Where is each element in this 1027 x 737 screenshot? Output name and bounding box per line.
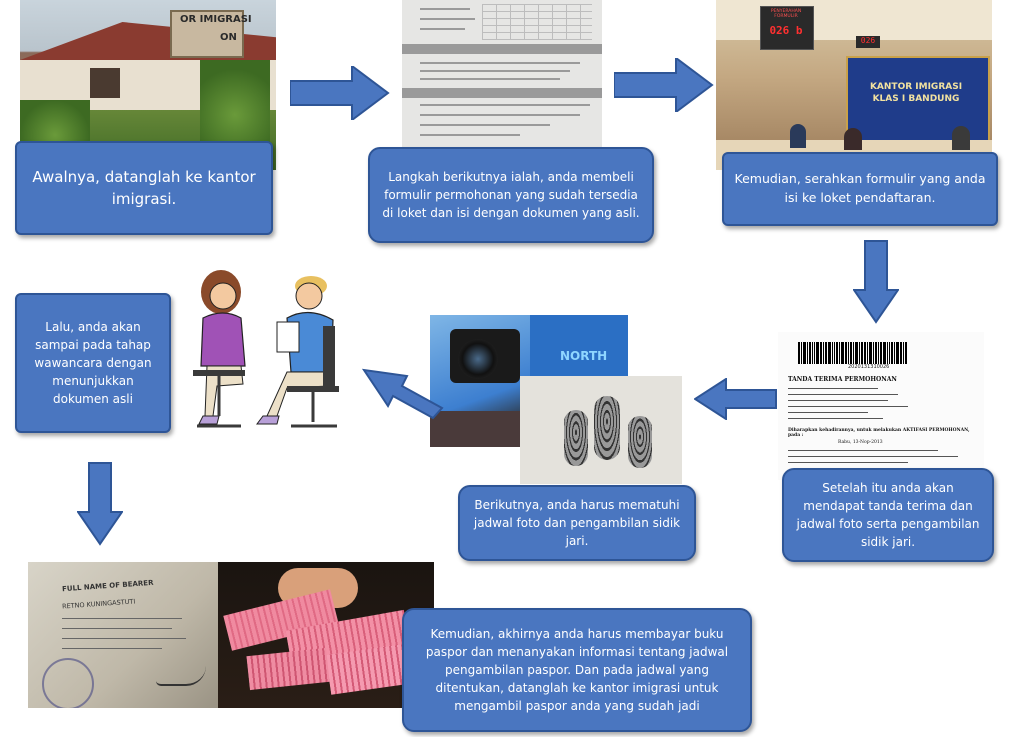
- queue-label: PENYERAHAN FORMULIR: [770, 9, 802, 19]
- arrow-left-2: [361, 368, 444, 420]
- passport-photo: FULL NAME OF BEARER RETNO KUNINGASTUTI: [28, 562, 218, 708]
- step-1-text: Awalnya, datanglah ke kantor imigrasi.: [32, 167, 256, 209]
- step-2-text: Langkah berikutnya ialah, anda membeli f…: [382, 170, 640, 220]
- arrow-down-1: [853, 240, 899, 324]
- passport-name: RETNO KUNINGASTUTI: [61, 597, 136, 611]
- receipt-barcode: [798, 342, 958, 364]
- step-6-text: Lalu, anda akan sampai pada tahap wawanc…: [34, 320, 152, 406]
- step-5-text: Berikutnya, anda harus mematuhi jadwal f…: [473, 498, 681, 548]
- receipt-document-photo: 2020131310026 TANDA TERIMA PERMOHONAN Di…: [778, 332, 984, 480]
- step-4-box: Setelah itu anda akan mendapat tanda ter…: [782, 468, 994, 562]
- receipt-title: TANDA TERIMA PERMOHONAN: [788, 376, 897, 383]
- arrow-down-2: [77, 462, 123, 546]
- receipt-section-text: Diharapkan kehadirannya, untuk melakukan…: [788, 428, 970, 438]
- queue-number: 026 b: [769, 24, 803, 37]
- step-1-box: Awalnya, datanglah ke kantor imigrasi.: [15, 141, 273, 235]
- arrow-right-1: [290, 66, 390, 120]
- office-sign-text-2: ON: [220, 32, 237, 43]
- step-3-text: Kemudian, serahkan formulir yang anda is…: [734, 171, 986, 205]
- step-3-box: Kemudian, serahkan formulir yang anda is…: [722, 152, 998, 226]
- hall-sign-text: KANTOR IMIGRASI KLAS I BANDUNG: [869, 82, 963, 104]
- receipt-number: 2020131310026: [848, 364, 890, 370]
- interview-illustration: [193, 270, 339, 428]
- arrow-right-2: [614, 58, 714, 112]
- receipt-date: Rabu, 13-Nop-2013: [838, 440, 883, 445]
- step-2-box: Langkah berikutnya ialah, anda membeli f…: [368, 147, 654, 243]
- step-5-box: Berikutnya, anda harus mematuhi jadwal f…: [458, 485, 696, 561]
- queue-number-small: 026: [860, 36, 876, 45]
- step-6-box: Lalu, anda akan sampai pada tahap wawanc…: [15, 293, 171, 433]
- arrow-left-1: [694, 378, 777, 420]
- money-photo: [218, 562, 434, 708]
- office-sign-text: OR IMIGRASI: [180, 14, 252, 25]
- step-4-text: Setelah itu anda akan mendapat tanda ter…: [796, 481, 980, 549]
- fingerprint-photo: [520, 376, 682, 484]
- step-7-text: Kemudian, akhirnya anda harus membayar b…: [425, 627, 729, 713]
- camera-brand-text: NORTH: [560, 349, 608, 363]
- step-7-box: Kemudian, akhirnya anda harus membayar b…: [402, 608, 752, 732]
- passport-header: FULL NAME OF BEARER: [61, 578, 154, 594]
- registration-hall-photo: KANTOR IMIGRASI KLAS I BANDUNG PENYERAHA…: [716, 0, 992, 170]
- application-form-photo: [402, 0, 602, 160]
